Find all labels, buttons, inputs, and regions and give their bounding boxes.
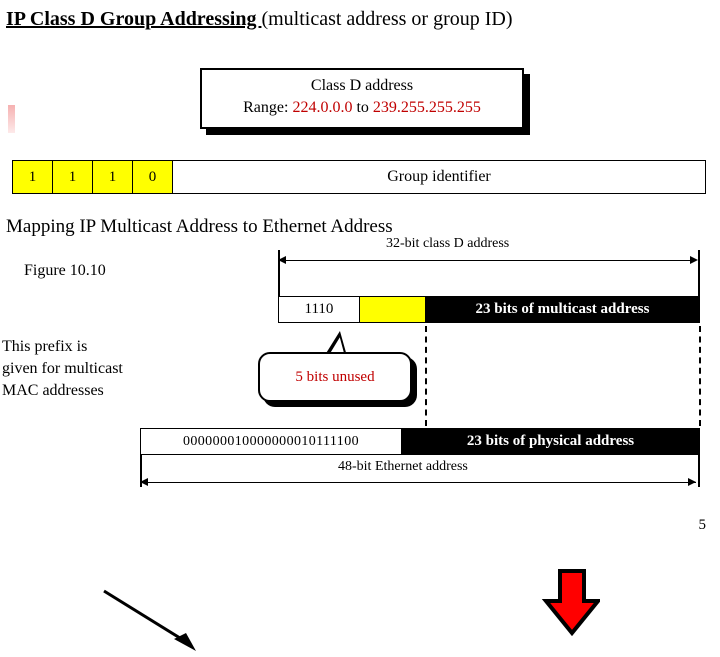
page-number: 5 [698, 517, 707, 533]
class-d-span-tick-right [698, 250, 700, 296]
bit-cell-1: 1 [53, 161, 93, 193]
prefix-pointer-arrow-icon [103, 589, 196, 651]
ethernet-span-line [144, 482, 696, 483]
prefix-note-line-1: This prefix is [2, 338, 88, 355]
pink-edge-artifact [8, 105, 15, 133]
class-d-address-range: Range: 224.0.0.0 to 239.255.255.255 [202, 97, 522, 119]
class-d-address-box: Class D address Range: 224.0.0.0 to 239.… [200, 68, 524, 129]
class-d-unused-cell [360, 296, 426, 323]
ethernet-span-arrowhead-right [688, 478, 696, 486]
prefix-note-line-3: MAC addresses [2, 382, 104, 399]
ethernet-address-row: 000000010000000010111100 23 bits of phys… [140, 428, 700, 455]
dashed-connector-right [699, 326, 701, 426]
mapping-diagram: 32-bit class D address 1110 23 bits of m… [0, 232, 720, 651]
range-label: Range: [243, 99, 293, 116]
range-joiner: to [352, 99, 373, 116]
figure-label: Figure 10.10 [24, 262, 106, 279]
unused-bits-callout-text: 5 bits unused [295, 368, 375, 385]
class-d-span-arrowhead-right [690, 256, 698, 264]
class-d-multicast-cell: 23 bits of multicast address [426, 296, 700, 323]
bit-cell-0: 1 [13, 161, 53, 193]
class-d-span-line [282, 260, 696, 261]
section-subtitle: Mapping IP Multicast Address to Ethernet… [6, 216, 393, 237]
class-d-prefix-cell: 1110 [278, 296, 360, 323]
class-d-span-arrowhead-left [278, 256, 286, 264]
prefix-note-line-2: given for multicast [2, 360, 123, 377]
ethernet-span-arrowhead-left [140, 478, 148, 486]
dashed-connector-left [425, 326, 427, 426]
class-d-bit-row: 1 1 1 0 Group identifier [12, 160, 706, 194]
class-d-span-tick-left [278, 250, 280, 296]
ethernet-span-label: 48-bit Ethernet address [338, 459, 468, 474]
class-d-address-row: 1110 23 bits of multicast address [278, 296, 700, 323]
class-d-span-label: 32-bit class D address [386, 236, 510, 251]
down-arrow-icon [541, 569, 600, 637]
page-title-rest: (multicast address or group ID) [261, 8, 513, 30]
range-start-value: 224.0.0.0 [292, 99, 353, 116]
range-end-value: 239.255.255.255 [372, 99, 481, 116]
bit-cell-2: 1 [93, 161, 133, 193]
ethernet-span-tick-right [698, 455, 700, 487]
ethernet-physical-cell: 23 bits of physical address [402, 428, 700, 455]
ethernet-span-tick-left [140, 455, 142, 487]
unused-bits-callout: 5 bits unused [258, 352, 412, 402]
ethernet-prefix-cell: 000000010000000010111100 [140, 428, 402, 455]
page-title: IP Class D Group Addressing (multicast a… [6, 6, 706, 32]
bit-cell-3: 0 [133, 161, 173, 193]
group-identifier-cell: Group identifier [173, 161, 705, 193]
slide: IP Class D Group Addressing (multicast a… [0, 6, 720, 651]
class-d-address-title: Class D address [310, 77, 414, 94]
prefix-note: This prefix is given for multicast MAC a… [2, 336, 123, 402]
page-title-emphasis: IP Class D Group Addressing [6, 8, 262, 30]
